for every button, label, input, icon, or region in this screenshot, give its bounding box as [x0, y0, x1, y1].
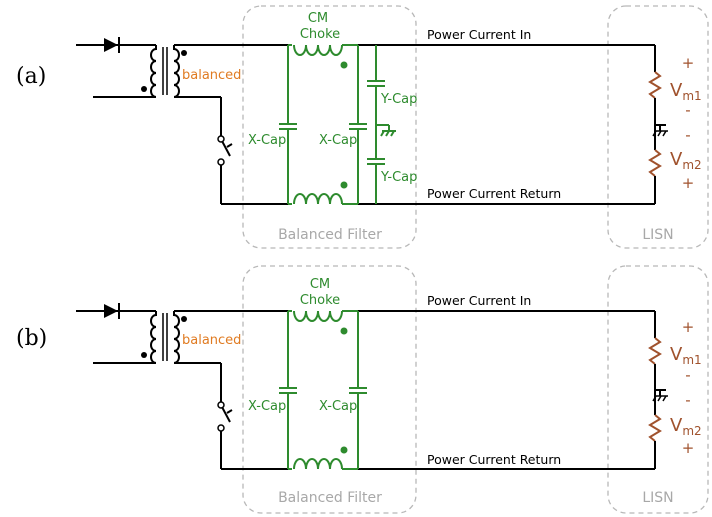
cm-choke-top-icon: [292, 43, 348, 69]
cm-choke-bottom-icon: [292, 446, 348, 471]
x-cap-right-label: X-Cap: [319, 399, 357, 414]
switch-icon: [217, 363, 243, 470]
lisn-label: LISN: [642, 227, 673, 243]
power-in-label: Power Current In: [427, 293, 531, 308]
vm2-label: Vm2: [670, 149, 702, 172]
choke-label-line2: Choke: [300, 293, 340, 308]
lisn-resistor-bottom-icon: [648, 125, 662, 204]
cm-choke-bottom-icon: [292, 181, 348, 206]
balanced-label: balanced: [182, 68, 241, 83]
ground-icon: [376, 124, 396, 137]
lisn-resistor-top-icon: [648, 311, 662, 390]
power-return-label: Power Current Return: [427, 186, 561, 201]
balanced-filter-label: Balanced Filter: [278, 227, 382, 243]
vm2-label: Vm2: [670, 415, 702, 438]
balanced-filter-box: [242, 265, 417, 514]
x-cap-right-icon: [349, 45, 367, 204]
vm1-plus: +: [682, 54, 695, 72]
vm2-plus: +: [682, 439, 695, 457]
transformer-icon: [140, 44, 243, 98]
power-return-label: Power Current Return: [427, 452, 561, 467]
choke-label-line2: Choke: [300, 27, 340, 42]
balanced-filter-box: [242, 5, 417, 249]
lisn-resistor-bottom-icon: [648, 390, 662, 469]
lisn-label: LISN: [642, 490, 673, 506]
diode-icon: [76, 37, 140, 53]
y-cap-bottom-icon: [367, 158, 385, 204]
diode-icon: [76, 303, 140, 319]
x-cap-left-label: X-Cap: [248, 399, 286, 414]
x-cap-left-icon: [279, 311, 297, 469]
switch-icon: [217, 97, 243, 205]
cm-choke-top-icon: [292, 309, 348, 335]
choke-label-line1: CM: [308, 11, 328, 26]
panel-label: (a): [16, 64, 46, 89]
x-cap-right-icon: [349, 311, 367, 469]
balanced-label: balanced: [182, 333, 241, 348]
balanced-filter-label: Balanced Filter: [278, 490, 382, 506]
x-cap-left-icon: [279, 45, 297, 204]
panel-a: (a) balanced: [16, 5, 709, 249]
y-cap-top-icon: [367, 45, 385, 159]
vm1-minus: -: [685, 366, 690, 384]
vm2-plus: +: [682, 174, 695, 192]
lisn-resistor-top-icon: [648, 45, 662, 125]
vm1-minus: -: [685, 101, 690, 119]
vm1-label: Vm1: [670, 80, 702, 103]
y-cap-bottom-label: Y-Cap: [380, 170, 417, 185]
y-cap-top-label: Y-Cap: [380, 92, 417, 107]
panel-label: (b): [16, 326, 47, 351]
lisn-box: [607, 265, 709, 514]
vm1-label: Vm1: [670, 344, 702, 367]
vm2-minus: -: [685, 391, 690, 409]
vm1-plus: +: [682, 318, 695, 336]
x-cap-left-label: X-Cap: [248, 133, 286, 148]
vm2-minus: -: [685, 126, 690, 144]
panel-b: (b) balanced: [16, 265, 709, 514]
x-cap-right-label: X-Cap: [319, 133, 357, 148]
power-in-label: Power Current In: [427, 27, 531, 42]
choke-label-line1: CM: [310, 277, 330, 292]
transformer-icon: [140, 310, 243, 364]
lisn-box: [607, 5, 709, 249]
lisn-ground-icon: [652, 389, 668, 402]
